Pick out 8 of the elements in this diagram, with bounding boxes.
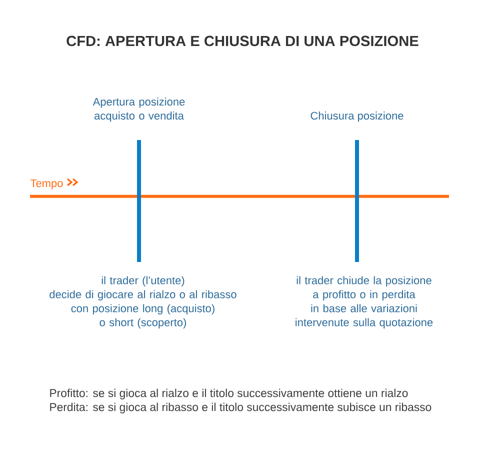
description-text: il trader (l’utente) decide di giocare al rialzo o al ribasso con posizione long (acquisto) o short (scoperto) bbox=[50, 276, 236, 328]
title: CFD: APERTURA E CHIUSURA DI UNA POSIZIONE bbox=[66, 36, 418, 46]
event-label: Apertura posizione acquisto o vendita bbox=[92, 98, 185, 122]
note-text: Perdita: se si gioca al ribasso e il titolo successivamente subisce un ribasso bbox=[50, 402, 432, 414]
event-label: Chiusura posizione bbox=[310, 112, 404, 122]
axis-label: Tempo bbox=[30, 179, 63, 190]
description-text: il trader chiude la posizione a profitto o in perdita in base alle variazioni intervenute sulla quotazione bbox=[296, 276, 433, 328]
note-text: Profitto: se si gioca al rialzo e il titolo successivamente ottiene un rialzo bbox=[50, 388, 408, 400]
